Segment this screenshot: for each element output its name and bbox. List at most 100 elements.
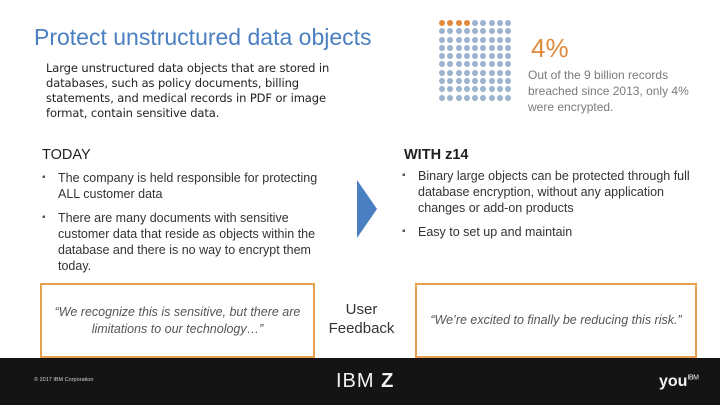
dot-grid-row bbox=[439, 44, 519, 53]
grid-dot bbox=[439, 94, 445, 101]
dot-grid-row bbox=[439, 28, 519, 36]
slide-title: Protect unstructured data objects bbox=[34, 24, 372, 50]
today-bullet: There are many documents with sensitive … bbox=[42, 210, 332, 274]
dot-grid-row bbox=[439, 61, 519, 69]
grid-dot bbox=[472, 44, 479, 51]
grid-dot bbox=[488, 94, 495, 101]
z14-quote: “We’re excited to finally be reducing th… bbox=[430, 313, 682, 327]
grid-dot bbox=[439, 61, 445, 68]
dot-grid-row bbox=[439, 86, 519, 94]
grid-dot bbox=[447, 61, 454, 68]
grid-dot bbox=[488, 53, 495, 60]
grid-dot bbox=[463, 61, 470, 68]
you-ibm-logo-mark: IBM bbox=[687, 374, 699, 382]
stat-percentage: 4% bbox=[531, 33, 569, 63]
grid-dot bbox=[505, 28, 512, 35]
grid-dot bbox=[480, 53, 487, 60]
grid-dot bbox=[472, 69, 479, 76]
you-ibm-logo: youIBM bbox=[659, 373, 699, 391]
grid-dot bbox=[447, 94, 454, 101]
dot-grid-row bbox=[439, 69, 519, 78]
grid-dot bbox=[447, 36, 454, 43]
grid-dot bbox=[455, 44, 462, 51]
grid-dot bbox=[480, 20, 487, 26]
grid-dot bbox=[439, 86, 445, 93]
arrow-right-icon bbox=[357, 180, 377, 238]
grid-dot bbox=[488, 20, 495, 26]
highlighted-dot bbox=[439, 20, 445, 26]
grid-dot bbox=[505, 94, 512, 101]
grid-dot bbox=[455, 69, 462, 76]
you-ibm-logo-text: you bbox=[659, 373, 688, 390]
ibm-z-logo-light: IBM bbox=[336, 370, 375, 392]
grid-dot bbox=[480, 28, 487, 35]
dot-grid-row bbox=[439, 94, 519, 103]
grid-dot bbox=[497, 20, 504, 26]
ibm-z-logo-bold: Z bbox=[381, 370, 395, 392]
z14-bullet: Easy to set up and maintain bbox=[402, 224, 707, 240]
grid-dot bbox=[480, 86, 487, 93]
grid-dot bbox=[472, 53, 479, 60]
grid-dot bbox=[488, 69, 495, 76]
grid-dot bbox=[497, 28, 504, 35]
grid-dot bbox=[439, 78, 445, 85]
grid-dot bbox=[505, 53, 512, 60]
grid-dot bbox=[447, 44, 454, 51]
stat-description: Out of the 9 billion records breached si… bbox=[528, 68, 689, 114]
grid-dot bbox=[455, 94, 462, 101]
grid-dot bbox=[455, 36, 462, 43]
grid-dot bbox=[463, 36, 470, 43]
grid-dot bbox=[472, 94, 479, 101]
grid-dot bbox=[455, 78, 462, 85]
grid-dot bbox=[505, 36, 512, 43]
highlighted-dot bbox=[447, 20, 454, 26]
grid-dot bbox=[463, 28, 470, 35]
grid-dot bbox=[455, 86, 462, 93]
grid-dot bbox=[505, 78, 512, 85]
grid-dot bbox=[497, 44, 504, 51]
grid-dot bbox=[497, 86, 504, 93]
grid-dot bbox=[463, 44, 470, 51]
grid-dot bbox=[439, 44, 445, 51]
grid-dot bbox=[472, 78, 479, 85]
grid-dot bbox=[439, 69, 445, 76]
grid-dot bbox=[505, 69, 512, 76]
grid-dot bbox=[497, 61, 504, 68]
grid-dot bbox=[447, 53, 454, 60]
grid-dot bbox=[480, 44, 487, 51]
grid-dot bbox=[505, 61, 512, 68]
z14-heading: WITH z14 bbox=[404, 147, 469, 163]
grid-dot bbox=[488, 44, 495, 51]
grid-dot bbox=[505, 20, 512, 26]
z14-bullet: Binary large objects can be protected th… bbox=[402, 168, 707, 216]
grid-dot bbox=[455, 61, 462, 68]
grid-dot bbox=[463, 69, 470, 76]
footer-bar: © 2017 IBM Corporation IBM Z youIBM bbox=[0, 358, 720, 405]
dot-grid-row bbox=[439, 36, 519, 45]
today-quote: “We recognize this is sensitive, but the… bbox=[54, 304, 301, 336]
grid-dot bbox=[447, 86, 454, 93]
grid-dot bbox=[480, 61, 487, 68]
grid-dot bbox=[455, 28, 462, 35]
grid-dot bbox=[472, 86, 479, 93]
copyright-text: © 2017 IBM Corporation bbox=[34, 377, 94, 383]
grid-dot bbox=[472, 61, 479, 68]
grid-dot bbox=[497, 36, 504, 43]
grid-dot bbox=[472, 36, 479, 43]
grid-dot bbox=[488, 78, 495, 85]
grid-dot bbox=[505, 86, 512, 93]
dot-grid-row bbox=[439, 53, 519, 61]
grid-dot bbox=[463, 86, 470, 93]
dot-grid-graphic bbox=[439, 20, 519, 103]
grid-dot bbox=[480, 78, 487, 85]
grid-dot bbox=[497, 53, 504, 60]
grid-dot bbox=[480, 94, 487, 101]
grid-dot bbox=[488, 36, 495, 43]
grid-dot bbox=[439, 53, 445, 60]
grid-dot bbox=[455, 53, 462, 60]
grid-dot bbox=[439, 28, 445, 35]
grid-dot bbox=[480, 36, 487, 43]
grid-dot bbox=[439, 36, 445, 43]
today-quote-box: “We recognize this is sensitive, but the… bbox=[40, 283, 315, 358]
